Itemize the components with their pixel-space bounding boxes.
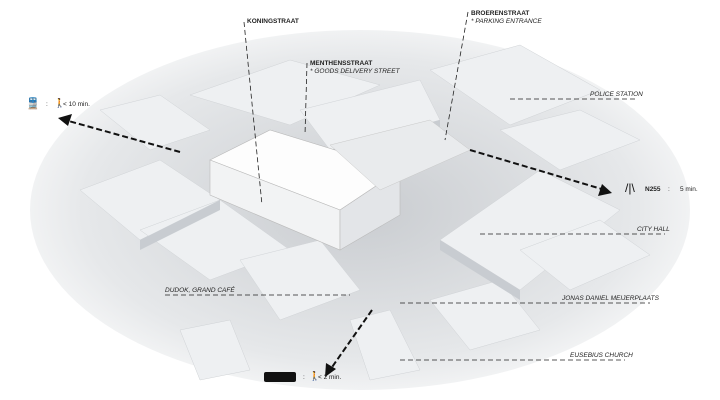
bus-time: < 2 min. [318,374,342,381]
bus-icon [264,372,296,382]
label-jonas-daniel-meijerplaats: JONAS DANIEL MEIJERPLAATS [562,295,659,302]
leader-lines [165,11,665,361]
access-arrows [64,119,606,371]
walking-icon: 🚶 [54,98,66,108]
road-icon: /|\ [625,181,635,195]
label-menthensstraat: MENTHENSSTRAAT [310,60,373,67]
label-eusebius-church: EUSEBIUS CHURCH [570,352,633,359]
label-broerenstraat: BROERENSTRAAT [471,10,530,17]
label-dudok: DUDOK, GRAND CAFÉ [165,287,235,294]
label-police-station: POLICE STATION [590,91,643,98]
label-city-hall: CITY HALL [637,226,670,233]
proposed-building [209,119,471,251]
label-koningstraat: KONINGSTRAAT [247,18,299,25]
road-name: N255 [645,186,661,193]
label-goods-delivery: * GOODS DELIVERY STREET [310,68,400,75]
road-time: 5 min. [680,186,698,193]
arrowheads [58,114,612,377]
context-buildings [79,44,651,381]
label-parking-entrance: * PARKING ENTRANCE [471,18,542,25]
train-icon: 🚆 [26,98,40,110]
walking-icon: 🚶 [309,371,321,381]
train-time: < 10 min. [63,101,90,108]
